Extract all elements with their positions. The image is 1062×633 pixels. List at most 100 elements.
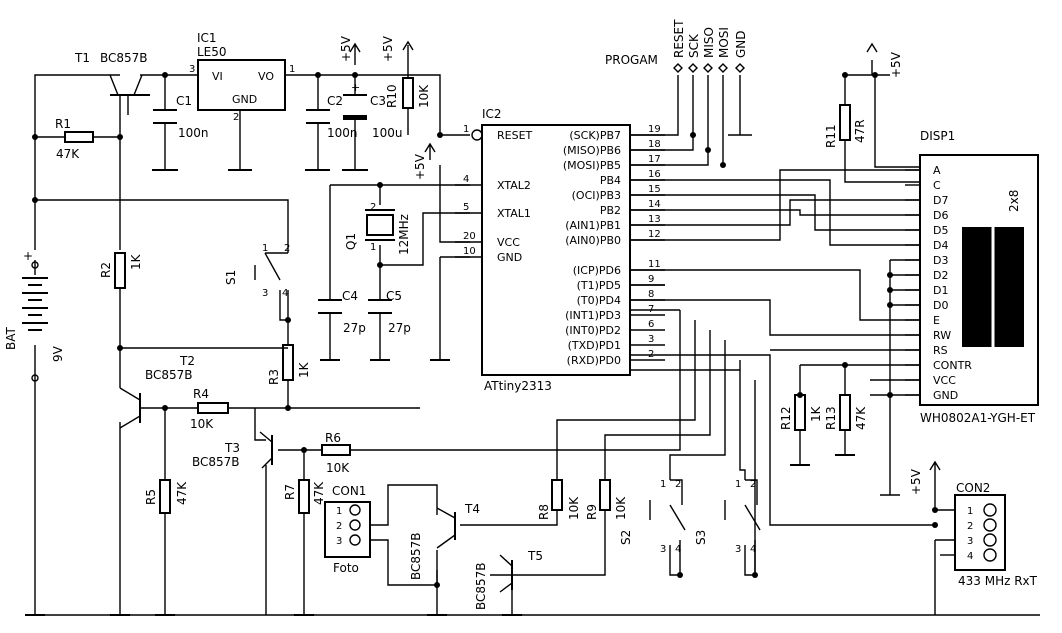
labels: T1 BC857B IC1 LE50 VI VO GND 3 1 2 C1 10… bbox=[4, 31, 1038, 610]
ic2-pin-name: (INT1)PD3 bbox=[565, 309, 621, 322]
c5-ref: C5 bbox=[386, 289, 402, 303]
r3-ref: R3 bbox=[267, 369, 281, 385]
c1-value: 100n bbox=[178, 126, 209, 140]
t3-part: BC857B bbox=[192, 455, 240, 469]
ic2-pin-number: 1 bbox=[463, 124, 469, 135]
bat-plus: + bbox=[23, 249, 33, 263]
ic2-pin-name: (ICP)PD6 bbox=[573, 264, 621, 277]
c1-plates bbox=[153, 109, 177, 124]
r2-value: 1K bbox=[129, 253, 143, 270]
display-pin-label: D0 bbox=[933, 299, 948, 312]
transistors bbox=[109, 74, 513, 593]
r6-ref: R6 bbox=[325, 431, 341, 445]
ic2-pin-name: (RXD)PD0 bbox=[567, 354, 621, 367]
program-header-pads bbox=[673, 63, 745, 73]
r11-body bbox=[839, 104, 851, 141]
t1-ref: T1 bbox=[74, 51, 90, 65]
display-pin-label: D6 bbox=[933, 209, 948, 222]
q1-pin1: 1 bbox=[370, 242, 376, 253]
display-pin-label: C bbox=[933, 179, 941, 192]
s2-pin3: 3 bbox=[660, 544, 666, 555]
s1-pin2: 2 bbox=[284, 243, 290, 254]
ic2-pin-name: RESET bbox=[497, 129, 533, 142]
display-pin-label: A bbox=[933, 164, 941, 177]
c5-plates bbox=[368, 299, 392, 314]
ic1-vi: VI bbox=[212, 70, 223, 83]
s1-ref: S1 bbox=[224, 270, 238, 285]
display-pin-label: D2 bbox=[933, 269, 948, 282]
c3-value: 100u bbox=[372, 126, 403, 140]
ic2-pin-number: 5 bbox=[463, 202, 469, 213]
ic2-pin-name: GND bbox=[497, 251, 522, 264]
ic2-part: ATtiny2313 bbox=[484, 379, 552, 393]
t3-ref: T3 bbox=[224, 441, 240, 455]
ic2-pin-number: 15 bbox=[648, 184, 661, 195]
q1-value: 12MHz bbox=[397, 214, 411, 255]
ic2-pin-name: PB4 bbox=[600, 174, 621, 187]
r9-body bbox=[599, 479, 611, 511]
display-pin-label: D5 bbox=[933, 224, 948, 237]
supply-label: +5V bbox=[909, 468, 923, 495]
r13-body bbox=[839, 394, 851, 431]
r7-value: 47K bbox=[312, 481, 326, 505]
s3-pin4: 4 bbox=[750, 544, 756, 555]
program-pin-label: SCK bbox=[687, 33, 701, 58]
ic2-pin-number: 18 bbox=[648, 139, 661, 150]
ic2-pin-name: PB2 bbox=[600, 204, 621, 217]
ic1-gnd: GND bbox=[232, 93, 257, 106]
r6-value: 10K bbox=[326, 461, 350, 475]
display-pin-label: RS bbox=[933, 344, 948, 357]
ic2-microcontroller bbox=[471, 124, 631, 376]
r10-value: 10K bbox=[417, 84, 431, 108]
connectors bbox=[324, 494, 1006, 571]
program-pin-label: MISO bbox=[702, 27, 716, 58]
supply-label: +5V bbox=[413, 153, 427, 180]
switches bbox=[254, 252, 761, 531]
s1-pin3: 3 bbox=[262, 288, 268, 299]
ic2-pin-name: XTAL1 bbox=[497, 207, 531, 220]
con2-ref: CON2 bbox=[956, 481, 990, 495]
r9-ref: R9 bbox=[585, 504, 599, 520]
con2-pin2: 2 bbox=[967, 521, 973, 532]
t2-ref: T2 bbox=[179, 354, 195, 368]
ic2-pin-number: 20 bbox=[463, 231, 476, 242]
con1-label: Foto bbox=[333, 561, 359, 575]
t2-part: BC857B bbox=[145, 368, 193, 382]
display-ref: DISP1 bbox=[920, 129, 955, 143]
s2-pin2: 2 bbox=[675, 479, 681, 490]
ic2-pin-number: 10 bbox=[463, 246, 476, 257]
con1-pin2: 2 bbox=[336, 521, 342, 532]
r1-value: 47K bbox=[56, 147, 80, 161]
ic2-pin-name: VCC bbox=[497, 236, 520, 249]
program-header-label: PROGAM bbox=[605, 53, 658, 67]
s3-pin2: 2 bbox=[750, 479, 756, 490]
t5-ref: T5 bbox=[527, 549, 543, 563]
ic2-pin-number: 9 bbox=[648, 274, 654, 285]
con1-ref: CON1 bbox=[332, 484, 366, 498]
q1-pin2: 2 bbox=[370, 202, 376, 213]
r13-value: 47K bbox=[854, 406, 868, 430]
ic2-pin-name: (OCI)PB3 bbox=[572, 189, 621, 202]
ic2-pin-number: 19 bbox=[648, 124, 661, 135]
con2-label: 433 MHz RxT bbox=[958, 574, 1038, 588]
ic2-pin-number: 8 bbox=[648, 289, 654, 300]
display-pin-label: VCC bbox=[933, 374, 956, 387]
resistors bbox=[64, 77, 851, 514]
ic2-pin-number: 14 bbox=[648, 199, 661, 210]
c4-plates bbox=[318, 299, 342, 314]
c3-plate bbox=[343, 115, 367, 120]
s2-ref: S2 bbox=[619, 530, 633, 545]
display-pin-label: RW bbox=[933, 329, 951, 342]
capacitors bbox=[153, 94, 392, 314]
ic2-pin-number: 3 bbox=[648, 334, 654, 345]
r2-body bbox=[114, 252, 126, 289]
ic2-pin-number: 12 bbox=[648, 229, 661, 240]
t1-part: BC857B bbox=[100, 51, 148, 65]
display-part: WH0802A1-YGH-ET bbox=[920, 411, 1036, 425]
supply-label: +5V bbox=[381, 35, 395, 62]
r8-ref: R8 bbox=[537, 504, 551, 520]
display-pin-label: D4 bbox=[933, 239, 948, 252]
c2-value: 100n bbox=[327, 126, 358, 140]
